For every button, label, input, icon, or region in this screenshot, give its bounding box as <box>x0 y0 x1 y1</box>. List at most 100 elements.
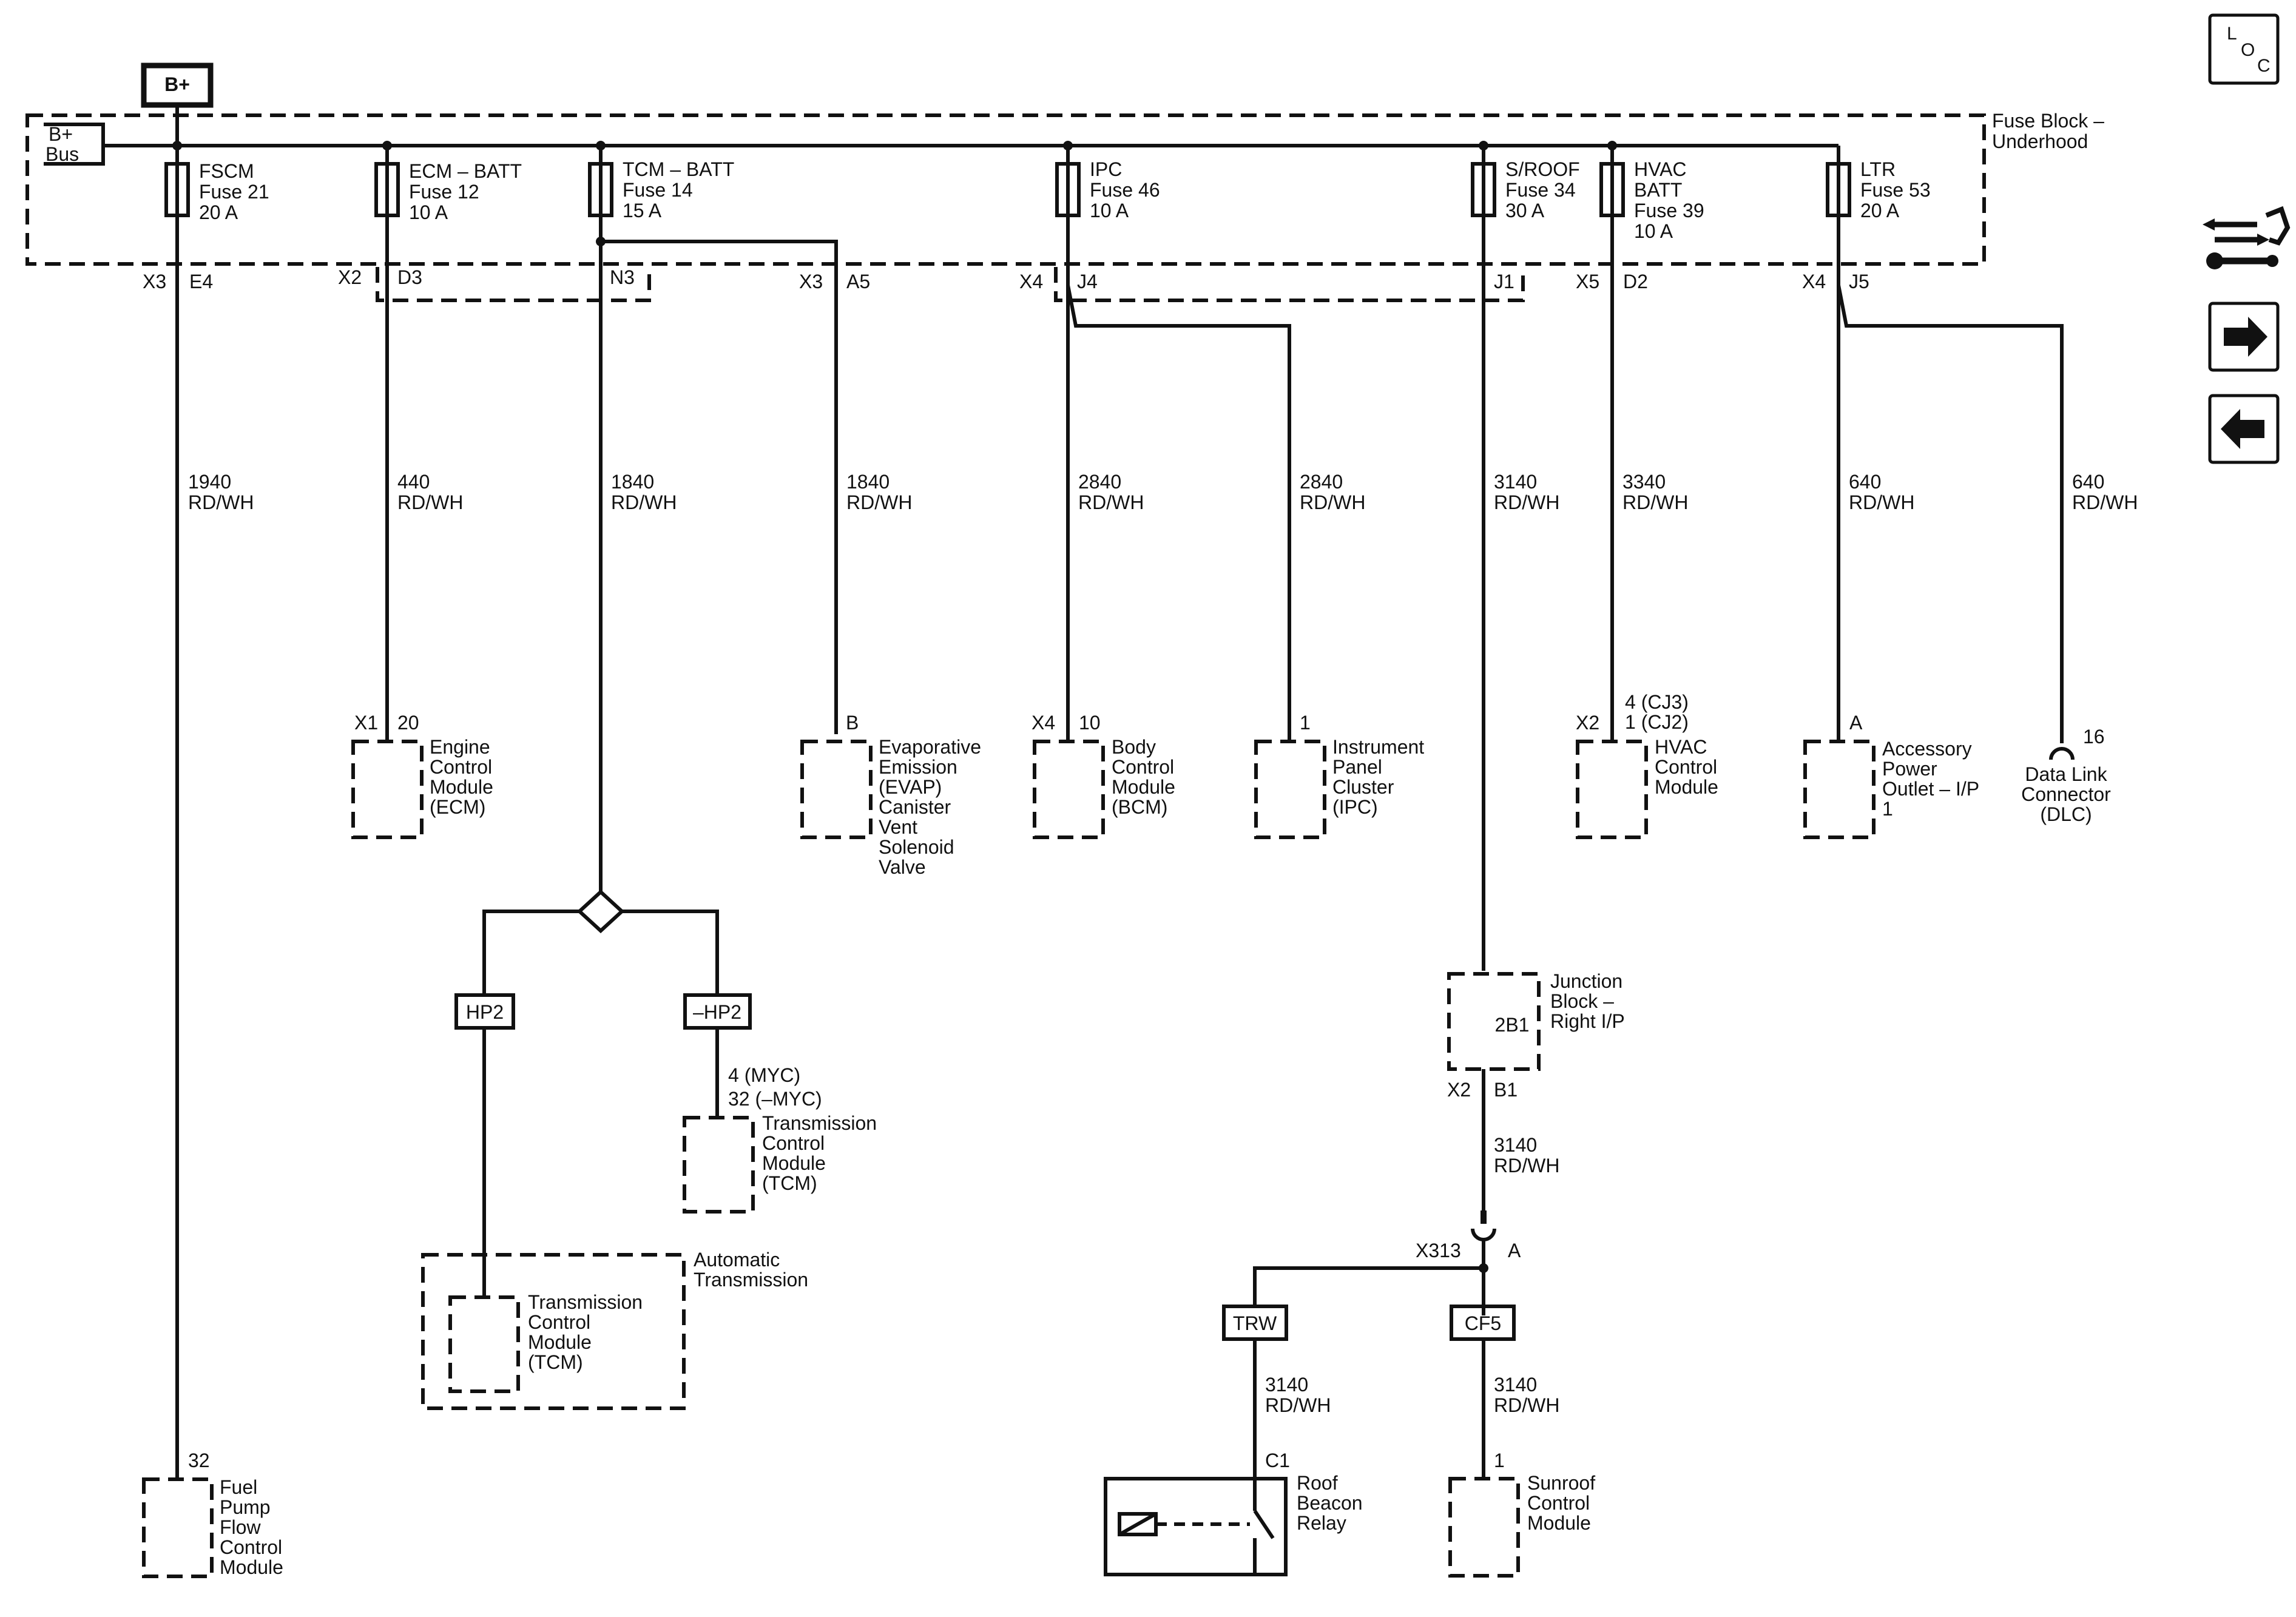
svg-text:E4: E4 <box>189 271 213 292</box>
bplus-source: B+ <box>141 62 214 146</box>
svg-text:D3: D3 <box>397 266 422 288</box>
svg-text:1: 1 <box>1494 1450 1505 1471</box>
svg-text:A5: A5 <box>846 271 870 292</box>
svg-text:1 (CJ2): 1 (CJ2) <box>1625 711 1689 733</box>
wire-ipc <box>1066 285 1291 740</box>
svg-text:X1: X1 <box>354 712 378 734</box>
svg-text:X2: X2 <box>1447 1079 1471 1101</box>
svg-text:B+: B+ <box>49 123 73 145</box>
svg-text:A: A <box>1849 712 1863 734</box>
svg-text:J5: J5 <box>1849 271 1869 292</box>
next-page-button[interactable] <box>2208 302 2280 372</box>
bplus-label: B+ <box>164 73 190 95</box>
option-trw: TRW <box>1233 1312 1277 1334</box>
arrow-right-icon <box>2224 317 2267 357</box>
svg-text:L: L <box>2227 24 2237 44</box>
connector-wrench-icon[interactable] <box>2203 206 2291 269</box>
svg-text:4 (MYC): 4 (MYC) <box>728 1064 800 1086</box>
svg-text:A: A <box>1508 1240 1521 1261</box>
svg-text:1: 1 <box>1300 712 1311 734</box>
svg-text:32: 32 <box>188 1450 210 1471</box>
connector-labels-top: X3 E4 X2 D3 N3 X3 A5 X4 J4 J1 X5 D2 X4 J… <box>143 266 1869 292</box>
svg-text:X3: X3 <box>799 271 823 292</box>
svg-text:B1: B1 <box>1494 1079 1518 1101</box>
svg-text:10: 10 <box>1079 712 1101 734</box>
svg-text:C: C <box>2257 56 2271 76</box>
svg-text:X2: X2 <box>1576 712 1599 734</box>
svg-text:32 (–MYC): 32 (–MYC) <box>728 1088 822 1110</box>
svg-text:X2: X2 <box>338 266 362 288</box>
svg-text:O: O <box>2241 40 2255 60</box>
svg-text:X4: X4 <box>1019 271 1043 292</box>
svg-text:B: B <box>846 712 859 734</box>
option-splice-hp2: HP2 –HP2 <box>454 889 752 1297</box>
svg-text:X5: X5 <box>1576 271 1599 292</box>
option-not-hp2: –HP2 <box>693 1001 741 1023</box>
loc-button[interactable]: L O C <box>2208 13 2280 85</box>
connector-x313: X313 A <box>1253 1210 1521 1315</box>
connector-x4-group <box>1054 267 1525 302</box>
svg-text:Bus: Bus <box>46 143 79 165</box>
connector-x2-group <box>376 267 651 302</box>
option-cf5: CF5 <box>1465 1312 1501 1334</box>
previous-page-button[interactable] <box>2208 394 2280 464</box>
svg-text:C1: C1 <box>1265 1450 1290 1471</box>
fuse-block-label: Fuse Block – Underhood <box>1992 110 2110 152</box>
option-hp2: HP2 <box>466 1001 504 1023</box>
svg-text:J4: J4 <box>1077 271 1098 292</box>
fuse-block-outline <box>25 113 1986 266</box>
svg-text:D2: D2 <box>1623 271 1648 292</box>
svg-text:X3: X3 <box>143 271 166 292</box>
svg-text:X4: X4 <box>1802 271 1826 292</box>
arrow-left-icon <box>2221 409 2264 449</box>
